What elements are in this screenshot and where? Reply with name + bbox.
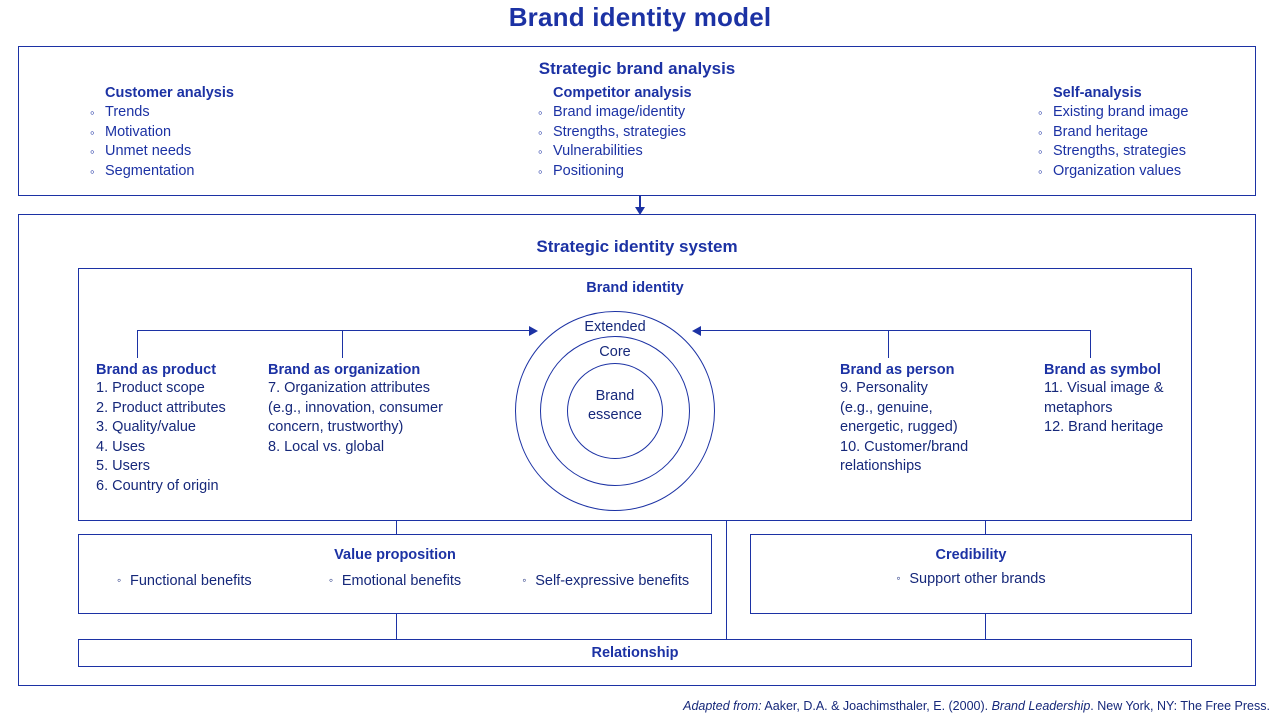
connector-line-brand-as-person	[888, 330, 890, 358]
benefit-label: Self-expressive benefits	[522, 573, 689, 589]
relationship-heading: Relationship	[591, 645, 679, 661]
customer-analysis-list: Trends Motivation Unmet needs Segmentati…	[87, 103, 234, 181]
connector-line-brand-as-organization	[342, 330, 344, 358]
page-title: Brand identity model	[508, 2, 772, 32]
credibility-heading: Credibility	[935, 547, 1007, 563]
list-item: Positioning	[535, 162, 692, 182]
credibility-item: Support other brands	[751, 571, 1191, 587]
connector-arrow-center-to-relationship	[720, 614, 734, 647]
list-item: 3. Quality/value	[96, 419, 196, 435]
brand-as-symbol-list: 11. Visual image & metaphors 12. Brand h…	[1044, 379, 1164, 438]
credibility-label: Support other brands	[896, 571, 1045, 587]
panel-strategic-brand-analysis: Strategic brand analysis Customer analys…	[18, 46, 1256, 196]
column-customer-analysis: Customer analysis Trends Motivation Unme…	[87, 85, 234, 181]
label-core: Core	[599, 344, 631, 360]
connector-arrow-value-proposition-to-relationship	[390, 614, 404, 647]
box-value-proposition: Value proposition Functional benefits Em…	[78, 534, 712, 614]
brand-as-person-list: 9. Personality (e.g., genuine, energetic…	[840, 379, 968, 477]
connector-arrow-to-value-proposition	[390, 521, 404, 542]
strategic-identity-system-heading: Strategic identity system	[536, 237, 738, 256]
list-item: Vulnerabilities	[535, 142, 692, 162]
benefit-item: Functional benefits	[79, 573, 290, 589]
list-item: 1. Product scope	[96, 380, 205, 396]
ring-core	[540, 336, 690, 486]
list-item: Trends	[87, 103, 234, 123]
list-item: Existing brand image	[1035, 103, 1188, 123]
footer-suffix: . New York, NY: The Free Press.	[1090, 699, 1270, 713]
brand-as-product-heading: Brand as product	[96, 362, 217, 378]
connector-line-brand-as-symbol	[1090, 330, 1092, 358]
benefit-label: Emotional benefits	[329, 573, 461, 589]
list-item: 7. Organization attributes (e.g., innova…	[268, 380, 443, 435]
benefit-item: Self-expressive benefits	[500, 573, 711, 589]
brand-as-organization-list: 7. Organization attributes (e.g., innova…	[268, 379, 443, 457]
connector-arrow-credibility-to-relationship	[979, 614, 993, 647]
pillar-brand-as-symbol: Brand as symbol 11. Visual image & metap…	[1044, 362, 1164, 438]
list-item: Strengths, strategies	[535, 123, 692, 143]
brand-as-organization-heading: Brand as organization	[268, 362, 421, 378]
brand-as-symbol-heading: Brand as symbol	[1044, 362, 1161, 378]
customer-analysis-heading: Customer analysis	[105, 85, 234, 101]
pillar-brand-as-person: Brand as person 9. Personality (e.g., ge…	[840, 362, 968, 477]
list-item: Strengths, strategies	[1035, 142, 1188, 162]
pillar-brand-as-product: Brand as product 1. Product scope 2. Pro…	[96, 362, 226, 496]
list-item: Unmet needs	[87, 142, 234, 162]
column-self-analysis: Self-analysis Existing brand image Brand…	[1035, 85, 1188, 181]
list-item: 12. Brand heritage	[1044, 419, 1164, 435]
list-item: Brand image/identity	[535, 103, 692, 123]
list-item: 2. Product attributes	[96, 399, 226, 416]
competitor-analysis-heading: Competitor analysis	[553, 85, 692, 101]
box-relationship: Relationship	[78, 639, 1192, 667]
list-item: 5. Users	[96, 458, 150, 474]
connector-arrow-left-to-circles	[137, 324, 538, 338]
pillar-brand-as-organization: Brand as organization 7. Organization at…	[268, 362, 443, 457]
brand-as-person-heading: Brand as person	[840, 362, 955, 378]
label-extended: Extended	[584, 319, 646, 335]
list-item: 11. Visual image & metaphors	[1044, 380, 1164, 416]
list-item: 6. Country of origin	[96, 477, 219, 494]
list-item: 9. Personality (e.g., genuine, energetic…	[840, 380, 958, 435]
list-item: Brand heritage	[1035, 123, 1188, 143]
competitor-analysis-list: Brand image/identity Strengths, strategi…	[535, 103, 692, 181]
strategic-brand-analysis-heading: Strategic brand analysis	[538, 59, 736, 78]
benefit-label: Functional benefits	[117, 573, 252, 589]
footer-prefix: Adapted from:	[683, 699, 762, 713]
ring-brand-essence	[567, 363, 663, 459]
ring-extended	[515, 311, 715, 511]
list-item: 10. Customer/brand relationships	[840, 438, 969, 475]
list-item: Motivation	[87, 123, 234, 143]
column-competitor-analysis: Competitor analysis Brand image/identity…	[535, 85, 692, 181]
connector-line-center-through	[726, 521, 728, 639]
self-analysis-heading: Self-analysis	[1053, 85, 1142, 101]
box-credibility: Credibility Support other brands	[750, 534, 1192, 614]
self-analysis-list: Existing brand image Brand heritage Stre…	[1035, 103, 1188, 181]
list-item: Segmentation	[87, 162, 234, 182]
brand-identity-heading: Brand identity	[586, 280, 684, 296]
list-item: 8. Local vs. global	[268, 438, 385, 455]
benefit-item: Emotional benefits	[290, 573, 501, 589]
footer-authors: Aaker, D.A. & Joachimsthaler, E. (2000).	[761, 699, 992, 713]
list-item: Organization values	[1035, 162, 1188, 182]
connector-line-brand-as-product	[137, 330, 139, 358]
brand-as-product-list: 1. Product scope 2. Product attributes 3…	[96, 379, 226, 496]
connector-arrow-right-to-circles	[692, 324, 1091, 338]
arrow-down-icon-panels	[635, 196, 644, 215]
brand-identity-circles: Extended Core Brand essence	[515, 311, 715, 511]
value-proposition-heading: Value proposition	[334, 547, 456, 563]
value-proposition-benefits: Functional benefits Emotional benefits S…	[79, 573, 711, 589]
footer-work-title: Brand Leadership	[991, 699, 1091, 713]
list-item: 4. Uses	[96, 438, 146, 455]
footer-attribution: Adapted from: Aaker, D.A. & Joachimsthal…	[683, 699, 1270, 713]
label-brand-essence: Brand essence	[587, 388, 642, 423]
connector-arrow-to-credibility	[979, 521, 993, 542]
